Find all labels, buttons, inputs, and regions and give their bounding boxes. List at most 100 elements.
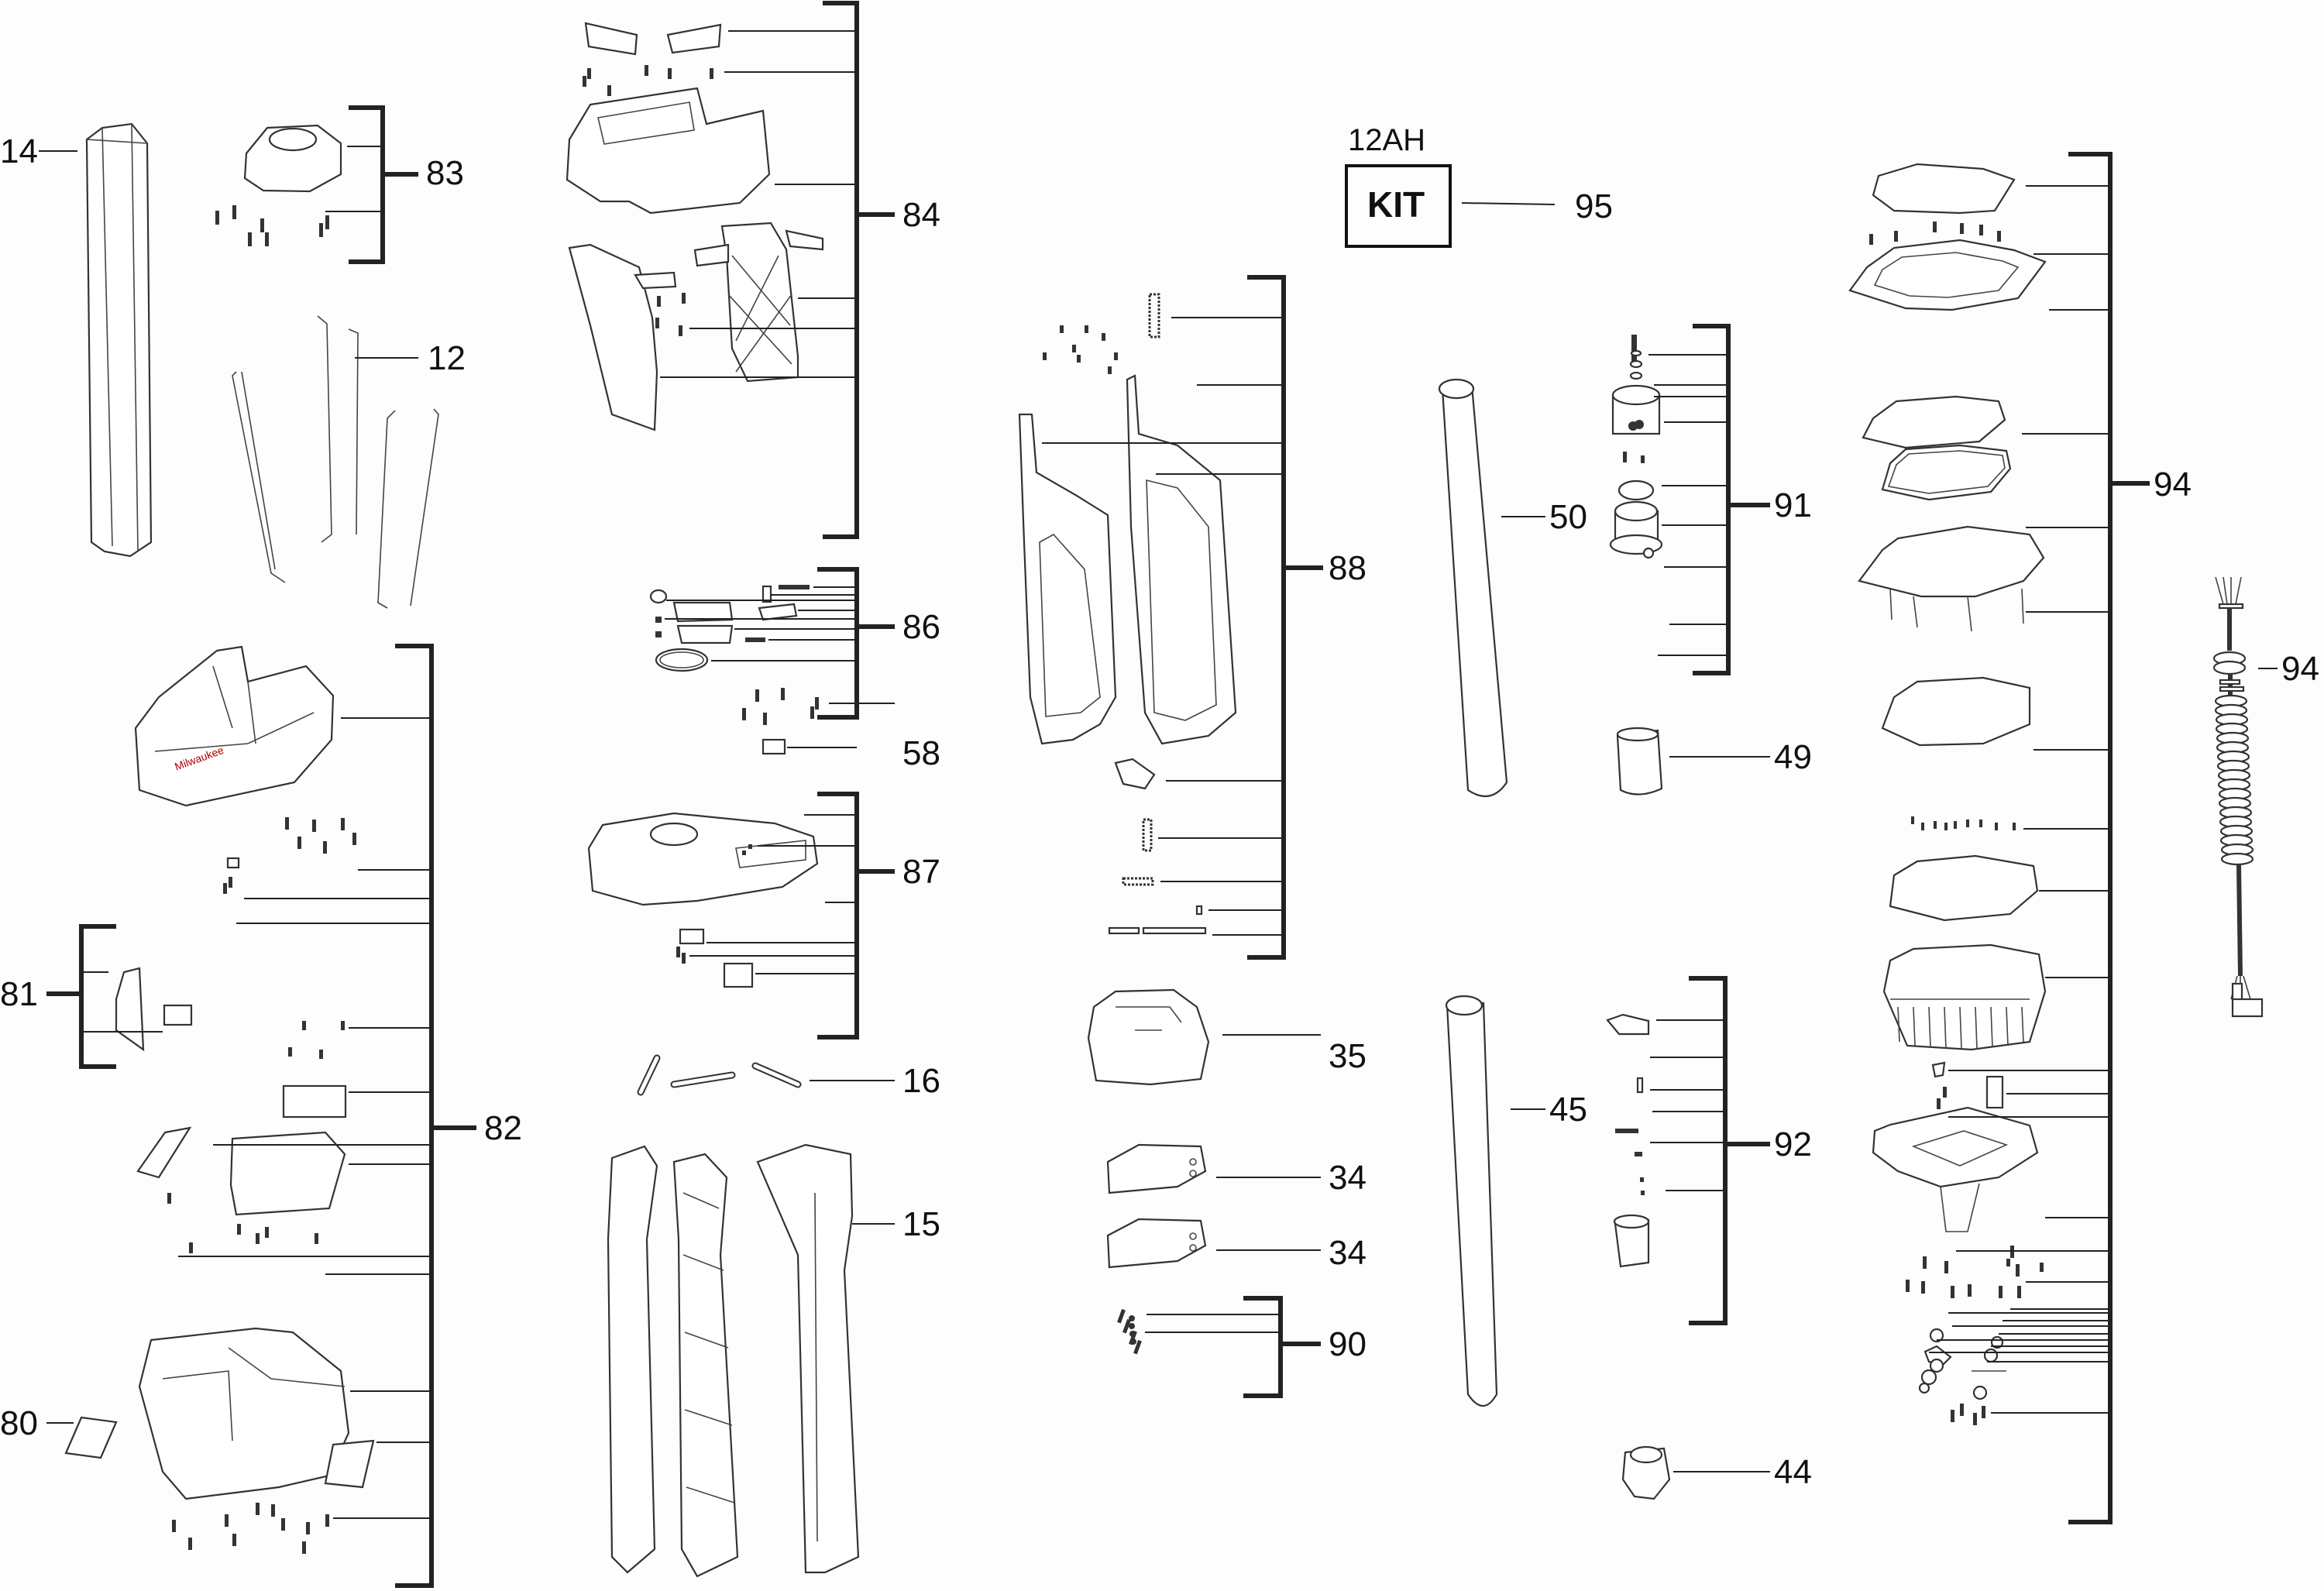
- part-84-labels: [584, 22, 722, 56]
- part-82-board: [282, 1084, 347, 1119]
- bracket-92: [1689, 976, 1728, 1325]
- bracket-87: [817, 792, 859, 1039]
- part-58-screws: [742, 688, 819, 725]
- part-88-screws: [1043, 325, 1118, 374]
- part-94-post: [1985, 1075, 2004, 1109]
- callout-35: 35: [1329, 1037, 1367, 1075]
- part-94-lens: [1862, 395, 2006, 449]
- part-49-sleeve: [1616, 727, 1663, 796]
- bracket-86: [817, 567, 859, 720]
- bracket-82: [395, 644, 434, 1588]
- callout-44: 44: [1774, 1453, 1812, 1491]
- part-84-frame: [566, 87, 771, 215]
- callout-84: 84: [902, 196, 940, 234]
- part-94-clip: [1931, 1061, 1946, 1078]
- bracket-94: [2068, 152, 2113, 1524]
- callout-81: 81: [0, 975, 38, 1013]
- callout-50: 50: [1549, 498, 1587, 536]
- leader-95: [1461, 202, 1556, 205]
- part-94-cord-coils: [2214, 694, 2254, 866]
- callout-80: 80: [0, 1404, 38, 1442]
- kit-box-label: KIT: [1367, 184, 1425, 225]
- part-80-label: [64, 1416, 118, 1459]
- bracket-90: [1243, 1296, 1283, 1398]
- part-94-base: [1872, 1106, 2039, 1232]
- part-82-top-housing: Milwaukee: [134, 645, 335, 807]
- part-88-spring-b: [1142, 818, 1153, 852]
- part-15-legs: [607, 1143, 860, 1578]
- part-82-screws-a: [285, 817, 356, 854]
- kit-box: [1345, 164, 1452, 248]
- part-12-rods: [232, 315, 439, 609]
- part-84-grille: [693, 222, 824, 383]
- callout-94-cord: 94: [2281, 650, 2319, 688]
- bracket-88: [1247, 275, 1286, 960]
- part-84-screws-lower: [655, 293, 686, 336]
- part-82-screws-d: [167, 1193, 318, 1253]
- callout-87: 87: [902, 853, 940, 891]
- kit-capacity-label: 12AH: [1348, 123, 1425, 157]
- part-44-clamp: [1621, 1445, 1671, 1500]
- part-94-heatsink: [1882, 943, 2047, 1051]
- part-88-spring: [1148, 293, 1160, 338]
- callout-94: 94: [2154, 466, 2192, 503]
- part-94-reflector: [1881, 676, 2031, 747]
- callout-90: 90: [1329, 1325, 1367, 1363]
- part-34-collar-a: [1106, 1143, 1207, 1194]
- callout-58: 58: [902, 734, 940, 772]
- callout-45: 45: [1549, 1091, 1587, 1129]
- part-88-pin-c: [1142, 926, 1207, 935]
- bracket-91: [1693, 324, 1731, 675]
- part-94-screws-mid: [1911, 816, 2016, 830]
- callout-14: 14: [0, 132, 38, 170]
- part-83-screws: [215, 205, 329, 246]
- callout-82: 82: [484, 1109, 522, 1147]
- part-88-right-door: [1126, 374, 1237, 745]
- part-88-spring-c: [1122, 877, 1154, 886]
- part-82-screws-c: [288, 1021, 345, 1059]
- callout-95: 95: [1575, 187, 1613, 225]
- callout-16: 16: [902, 1062, 940, 1100]
- part-94-screws-top: [1869, 222, 2001, 245]
- part-14-post: [85, 122, 153, 558]
- part-88-pin-a: [1195, 905, 1203, 916]
- part-88-pin-b: [1108, 926, 1140, 935]
- callout-49: 49: [1774, 738, 1812, 776]
- part-94-screws-b: [1937, 1087, 1947, 1109]
- part-94-screws-c: [1906, 1246, 2044, 1298]
- part-94-cord: [2212, 576, 2264, 1018]
- part-84-side-panel: [568, 243, 677, 431]
- part-94-bezel: [1848, 239, 2047, 311]
- part-50-tube: [1438, 378, 1508, 798]
- callout-88: 88: [1329, 549, 1367, 587]
- part-34-collar-b: [1106, 1218, 1207, 1269]
- callout-34b: 34: [1329, 1234, 1367, 1272]
- part-45-tube: [1445, 995, 1498, 1407]
- bracket-83: [349, 105, 385, 264]
- bracket-81: [79, 924, 116, 1069]
- part-94-lens-top: [1872, 163, 2016, 215]
- part-86-assembly: [649, 585, 810, 672]
- part-82-screws-e: [172, 1503, 329, 1554]
- part-94-gasket: [1881, 444, 2012, 501]
- callout-12: 12: [428, 339, 466, 377]
- part-82-plate: [136, 1126, 192, 1179]
- callout-92: 92: [1774, 1125, 1812, 1163]
- part-82-clip: [226, 857, 240, 869]
- part-88-left-door: [1018, 413, 1117, 745]
- part-82-bottom-housing: [138, 1327, 350, 1500]
- part-84-screws: [583, 65, 713, 96]
- part-87-assembly: [587, 738, 819, 988]
- part-94-housing-frame: [1858, 525, 2045, 632]
- part-16-pins: [637, 1054, 802, 1096]
- part-88-latch: [1114, 758, 1156, 790]
- part-94-led-board: [1889, 854, 2039, 922]
- part-91-assembly: [1609, 335, 1663, 559]
- callout-15: 15: [902, 1205, 940, 1243]
- bracket-84: [823, 1, 859, 539]
- callout-86: 86: [902, 608, 940, 646]
- part-92-assembly: [1606, 1013, 1650, 1268]
- part-81-board: [115, 967, 193, 1052]
- part-82-label: [324, 1439, 375, 1489]
